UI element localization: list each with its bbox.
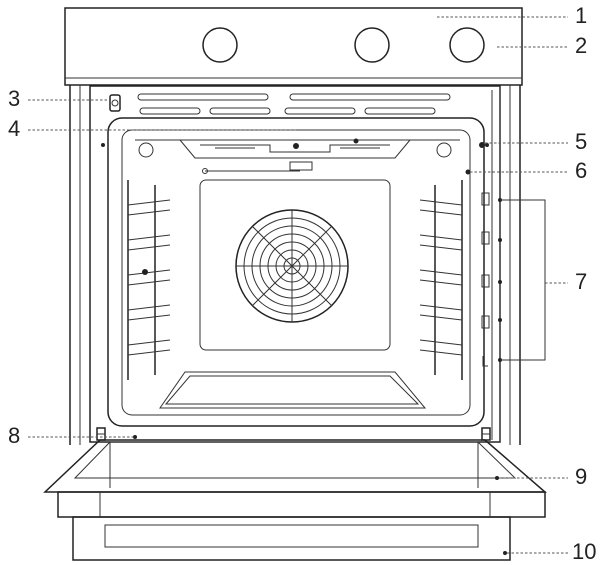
- back-panel: [199, 179, 391, 351]
- control-knob-middle: [354, 27, 390, 63]
- grill-element: [135, 138, 460, 174]
- control-knob-left: [202, 27, 238, 63]
- oven-door: [43, 439, 548, 518]
- callout-4: 4: [8, 116, 20, 141]
- callout-6: 6: [575, 158, 587, 183]
- control-knob-right: [449, 27, 485, 63]
- oven-cavity: [107, 117, 485, 427]
- cooling-fan: [235, 209, 349, 323]
- bottom-panel: [72, 516, 511, 561]
- callout-8: 8: [8, 423, 20, 448]
- callout-7: 7: [575, 269, 587, 294]
- door-hinge-left: [96, 427, 106, 441]
- callout-10: 10: [572, 539, 596, 564]
- callout-9: 9: [575, 464, 587, 489]
- bottom-reflector: [159, 371, 427, 409]
- body-screw-left: [101, 143, 105, 147]
- control-knobs: [202, 27, 485, 63]
- callout-numbers: 1 2 3 4 5 6 7 8 9 10: [8, 3, 596, 564]
- oven-lamp: [479, 142, 485, 148]
- callout-3: 3: [8, 86, 20, 111]
- control-panel: [64, 7, 523, 86]
- callout-1: 1: [575, 3, 587, 28]
- door-hinge-right: [481, 427, 491, 441]
- ventilation-slots: [137, 93, 451, 115]
- oven-body: [69, 85, 521, 445]
- shelf-rails-left: [127, 180, 171, 380]
- callout-5: 5: [575, 129, 587, 154]
- body-screw-right: [485, 143, 489, 147]
- callout-2: 2: [575, 33, 587, 58]
- leader-lines: [28, 16, 568, 554]
- shelf-rails-right: [419, 180, 463, 380]
- shelf-position-markers: [481, 192, 502, 367]
- door-switch: [109, 94, 121, 112]
